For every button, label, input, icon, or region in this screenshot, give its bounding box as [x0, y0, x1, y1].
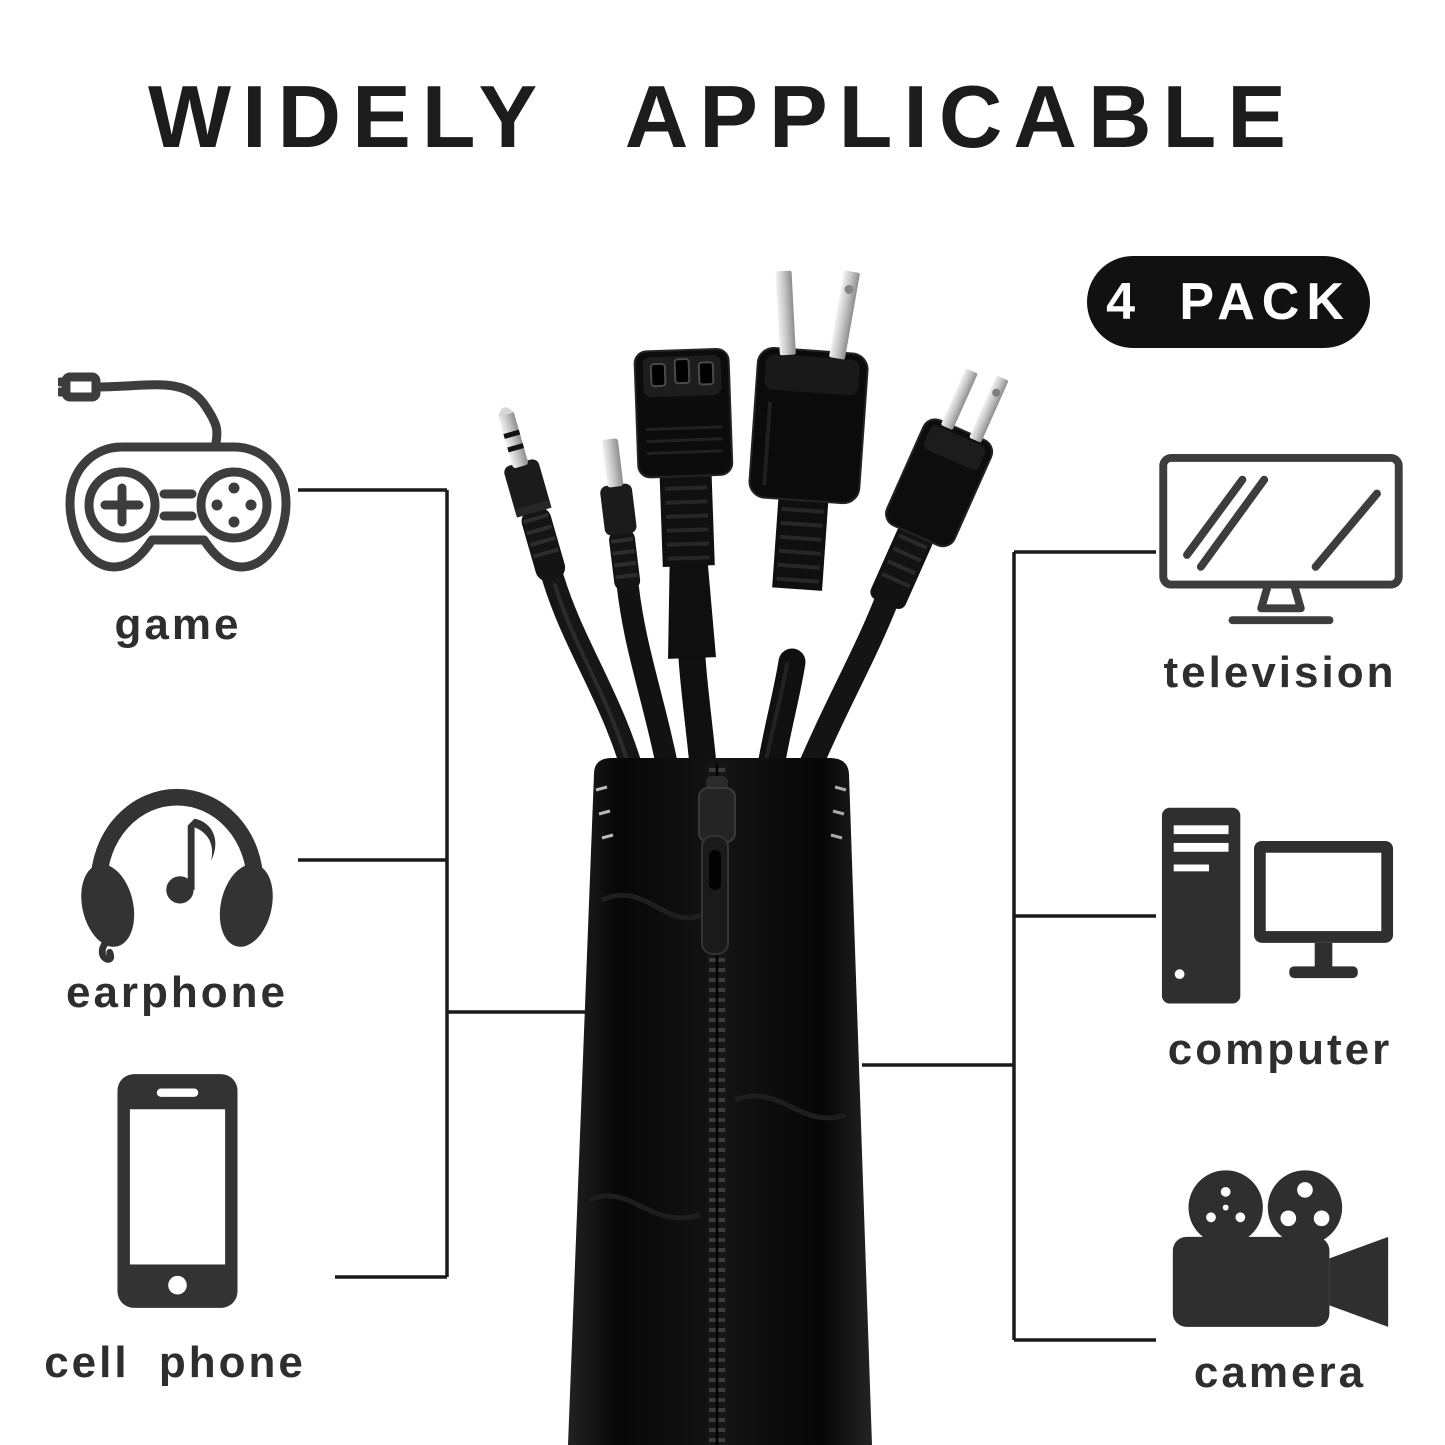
item-computer-label: computer	[1167, 1025, 1393, 1074]
three-prong-plug-connector	[748, 270, 869, 591]
item-game	[55, 368, 298, 592]
zipper-pull-tab	[701, 835, 729, 955]
connector-lines	[298, 488, 1156, 1342]
headphones-icon	[81, 788, 273, 963]
movie-camera-icon	[1172, 1170, 1389, 1327]
item-cell-phone-label: cell phone	[44, 1338, 306, 1387]
item-computer	[1160, 805, 1395, 1017]
item-earphone	[62, 722, 292, 966]
pack-badge-label: 4 PACK	[1106, 273, 1351, 331]
audio-jack-connector	[498, 407, 566, 582]
item-camera-label: camera	[1193, 1348, 1367, 1397]
television-icon	[1159, 453, 1403, 625]
cell-phone-icon	[117, 1074, 238, 1308]
lightning-connector	[600, 438, 641, 591]
zipper	[698, 764, 736, 1445]
item-earphone-label: earphone	[65, 968, 289, 1017]
item-cell-phone	[115, 1072, 240, 1310]
desktop-computer-icon	[1161, 807, 1394, 1004]
pack-badge: 4 PACK	[1087, 256, 1370, 348]
item-television	[1157, 452, 1405, 640]
page-title: WIDELY APPLICABLE	[148, 67, 1297, 166]
game-controller-icon	[55, 372, 291, 572]
zipper-slider	[698, 787, 736, 843]
item-television-label: television	[1163, 648, 1397, 697]
iec-c13-connector	[633, 347, 734, 659]
item-camera	[1165, 1168, 1395, 1340]
two-prong-plug-connector	[870, 368, 1008, 609]
item-game-label: game	[114, 600, 242, 649]
